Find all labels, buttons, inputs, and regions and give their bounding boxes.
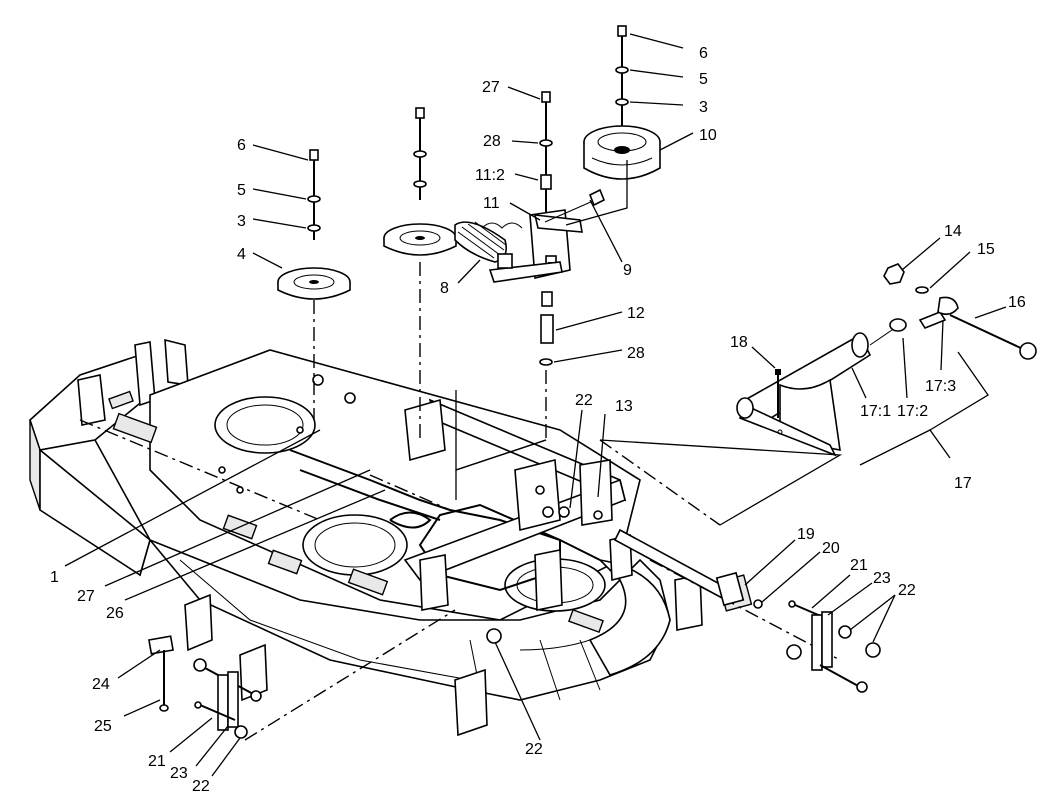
center-pulley-stack bbox=[383, 107, 457, 256]
callout-3-left: 3 bbox=[237, 213, 246, 230]
lift-bar-assembly bbox=[736, 263, 1037, 457]
callout-3-right: 3 bbox=[699, 99, 708, 116]
left-hardware bbox=[148, 506, 570, 739]
callout-17: 17 bbox=[954, 475, 972, 492]
callout-9: 9 bbox=[623, 262, 632, 279]
callout-22-right: 22 bbox=[898, 582, 916, 599]
callout-22-left: 22 bbox=[192, 778, 210, 795]
callout-25: 25 bbox=[94, 718, 112, 735]
callout-21-right: 21 bbox=[850, 557, 868, 574]
callout-16: 16 bbox=[1008, 294, 1026, 311]
callout-22-front: 22 bbox=[525, 741, 543, 758]
leader-lines bbox=[64, 33, 1007, 777]
callout-5-right: 5 bbox=[699, 71, 708, 88]
callout-8: 8 bbox=[440, 280, 449, 297]
callout-22-top: 22 bbox=[575, 392, 593, 409]
callout-28-bottom: 28 bbox=[627, 345, 645, 362]
callout-6-right: 6 bbox=[699, 45, 708, 62]
callout-15: 15 bbox=[977, 241, 995, 258]
callout-14: 14 bbox=[944, 223, 962, 240]
callout-5-left: 5 bbox=[237, 182, 246, 199]
callout-28-top: 28 bbox=[483, 133, 501, 150]
callout-17-3: 17:3 bbox=[925, 378, 956, 395]
callout-17-1: 17:1 bbox=[860, 403, 891, 420]
callout-23-left: 23 bbox=[170, 765, 188, 782]
assembly-centerlines bbox=[79, 160, 843, 741]
callout-27-bottom: 27 bbox=[77, 588, 95, 605]
right-pulley-stack bbox=[583, 25, 661, 180]
callout-11: 11 bbox=[483, 195, 500, 212]
callout-1: 1 bbox=[50, 569, 59, 586]
callout-6-left: 6 bbox=[237, 137, 246, 154]
callout-17-2: 17:2 bbox=[897, 403, 928, 420]
callout-labels: 1 3 3 4 5 5 6 6 8 9 10 11 11:2 12 13 14 … bbox=[50, 45, 1026, 795]
callout-12: 12 bbox=[627, 305, 645, 322]
mower-deck bbox=[29, 338, 753, 737]
callout-23-right: 23 bbox=[873, 570, 891, 587]
right-hardware bbox=[715, 571, 881, 693]
callout-10: 10 bbox=[699, 127, 717, 144]
callout-11-2: 11:2 bbox=[475, 167, 505, 184]
callout-24: 24 bbox=[92, 676, 110, 693]
callout-4: 4 bbox=[237, 246, 246, 263]
idler-arm-assembly bbox=[454, 91, 606, 366]
callout-19: 19 bbox=[797, 526, 815, 543]
callout-26: 26 bbox=[106, 605, 124, 622]
callout-18: 18 bbox=[730, 334, 748, 351]
callout-21-left: 21 bbox=[148, 753, 166, 770]
callout-20: 20 bbox=[822, 540, 840, 557]
left-pulley-stack bbox=[277, 149, 351, 300]
callout-27-top: 27 bbox=[482, 79, 500, 96]
callout-13: 13 bbox=[615, 398, 633, 415]
